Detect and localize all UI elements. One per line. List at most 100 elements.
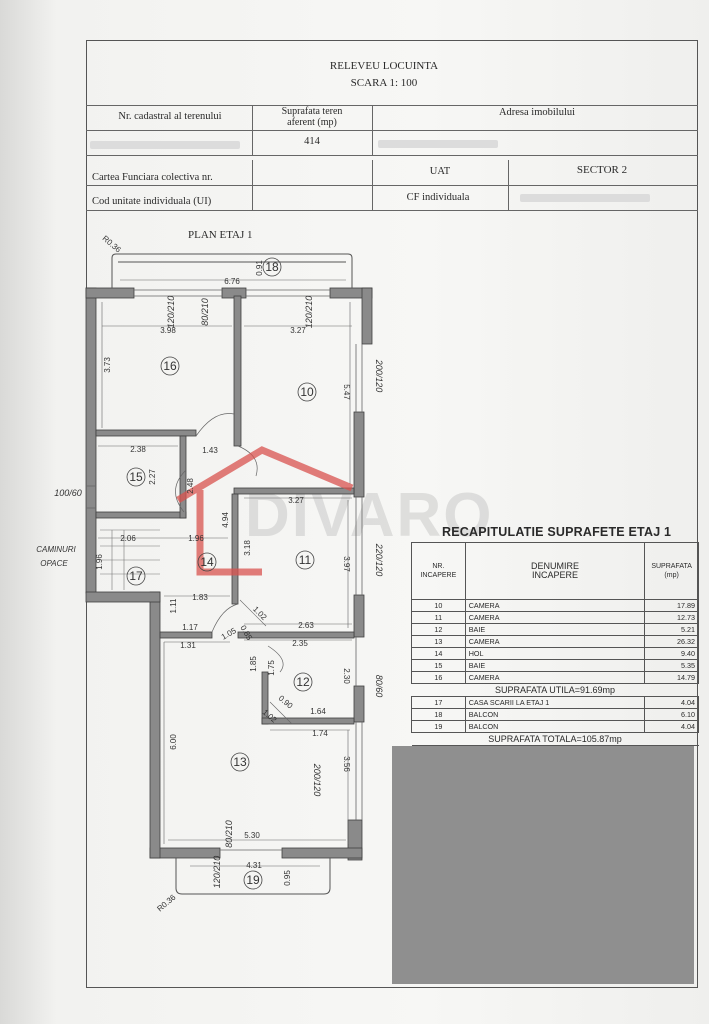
col-area: SUPRAFATA(mp) [644, 542, 699, 600]
door-swing [175, 469, 187, 513]
dim-2-35: 2.35 [292, 639, 308, 648]
room-circle-19 [243, 870, 263, 890]
recap-title: RECAPITULATIE SUPRAFETE ETAJ 1 [442, 525, 672, 539]
wall-interior-13-top [159, 631, 213, 639]
room-number-19: 19 [246, 873, 260, 887]
dim-3-98: 3.98 [160, 326, 176, 335]
land-area-value: 414 [304, 136, 320, 147]
door-swing [195, 413, 235, 437]
dim-3-56: 3.56 [342, 756, 351, 772]
balcony-19-outline [175, 858, 331, 895]
wall-top-left [85, 287, 135, 299]
dim-0-90: 0.90 [277, 694, 295, 711]
walls [85, 287, 373, 861]
plan-title: PLAN ETAJ 1 [188, 229, 253, 241]
cadastral-label: Nr. cadastral al terenului [118, 111, 222, 122]
dim-2-48: 2.48 [186, 478, 195, 494]
wall-right-mid [353, 411, 365, 498]
dim-1-83: 1.83 [192, 593, 208, 602]
wall-interior-14-11 [231, 493, 239, 605]
sector-value: SECTOR 2 [576, 164, 628, 176]
scale-label: SCARA 1: 100 [350, 77, 418, 89]
room-number-11: 11 [299, 553, 312, 567]
title-block-line [86, 130, 698, 131]
col-nr: NR.INCAPERE [411, 542, 466, 600]
wall-interior-15-right [179, 435, 187, 519]
dim-1-64: 1.64 [310, 707, 326, 716]
dim-5-30: 5.30 [244, 831, 260, 840]
room-circle-16 [160, 356, 180, 376]
dim-1-05: 1.05 [220, 626, 238, 642]
radius-bottom: R0.36 [155, 892, 178, 913]
dim-3-27: 3.27 [290, 326, 306, 335]
dim-1-02a: 1.02 [251, 605, 269, 623]
balcony-18-outline [111, 253, 353, 288]
opening-80-210: 80/210 [200, 298, 210, 326]
room-number-17: 17 [129, 569, 143, 583]
title-block-line [252, 160, 253, 210]
opening-80-210b: 80/210 [224, 820, 234, 848]
room-circle-14 [197, 552, 217, 572]
dim-3-27b: 3.27 [288, 496, 304, 505]
dim-6-00: 6.00 [169, 734, 178, 750]
opening-120-210a: 120/210 [166, 296, 176, 329]
dim-1-85: 1.85 [249, 656, 258, 672]
opening-200-120a: 200/120 [374, 359, 384, 393]
dim-3-18: 3.18 [243, 540, 252, 556]
dimension-line [269, 701, 293, 725]
title-block-line [508, 160, 509, 210]
dim-2-38: 2.38 [130, 445, 146, 454]
title-block-line [252, 105, 253, 155]
room-number-10: 10 [300, 385, 314, 399]
wall-interior-16-10 [233, 295, 242, 447]
grand-total: SUPRAFATA TOTALA=105.87mp [411, 732, 699, 746]
wall-interior-16-15 [95, 429, 197, 437]
note-opace: OPACE [40, 559, 68, 568]
dim-5-47: 5.47 [342, 384, 351, 400]
wall-interior-11-12 [237, 631, 355, 639]
dim-1-96b: 1.96 [95, 554, 104, 570]
wall-right-lower [353, 594, 365, 638]
dim-1-75: 1.75 [267, 660, 276, 676]
wall-right-upper [361, 287, 373, 345]
opening-120-210b: 120/210 [304, 296, 314, 329]
dim-2-30: 2.30 [342, 668, 351, 684]
wall-left-lower [149, 591, 161, 859]
wall-interior-10-11 [233, 487, 355, 495]
door-swing [211, 603, 239, 633]
room-number-15: 15 [129, 470, 143, 484]
dim-0-95: 0.95 [283, 870, 292, 886]
dim-4-31: 4.31 [246, 861, 262, 870]
cadastral-value-redacted [90, 141, 240, 149]
radius-top: R0.36 [101, 234, 124, 255]
dim-1-74: 1.74 [312, 729, 328, 738]
dim-2-27: 2.27 [148, 469, 157, 485]
land-area-label: Suprafata teren [281, 106, 343, 117]
opening-220-120: 220/120 [374, 543, 384, 577]
dim-1-31: 1.31 [180, 641, 196, 650]
wall-right-bath [353, 685, 365, 723]
dim-1-17: 1.17 [182, 623, 198, 632]
cf-collective-label: Cartea Funciara colectiva nr. [92, 172, 213, 183]
useful-total: SUPRAFATA UTILA=91.69mp [411, 683, 699, 697]
room-circle-10 [297, 382, 317, 402]
address-label: Adresa imobilului [498, 107, 576, 118]
opening-200-120b: 200/120 [312, 763, 322, 797]
title-block-line [372, 160, 373, 210]
dim-2-63: 2.63 [298, 621, 314, 630]
land-area-label-2: aferent (mp) [287, 117, 337, 128]
document-title: RELEVEU LOCUINTA [329, 60, 439, 72]
title-block-line [372, 105, 373, 155]
wall-interior-12-bottom [261, 717, 355, 725]
watermark-house [196, 490, 262, 576]
